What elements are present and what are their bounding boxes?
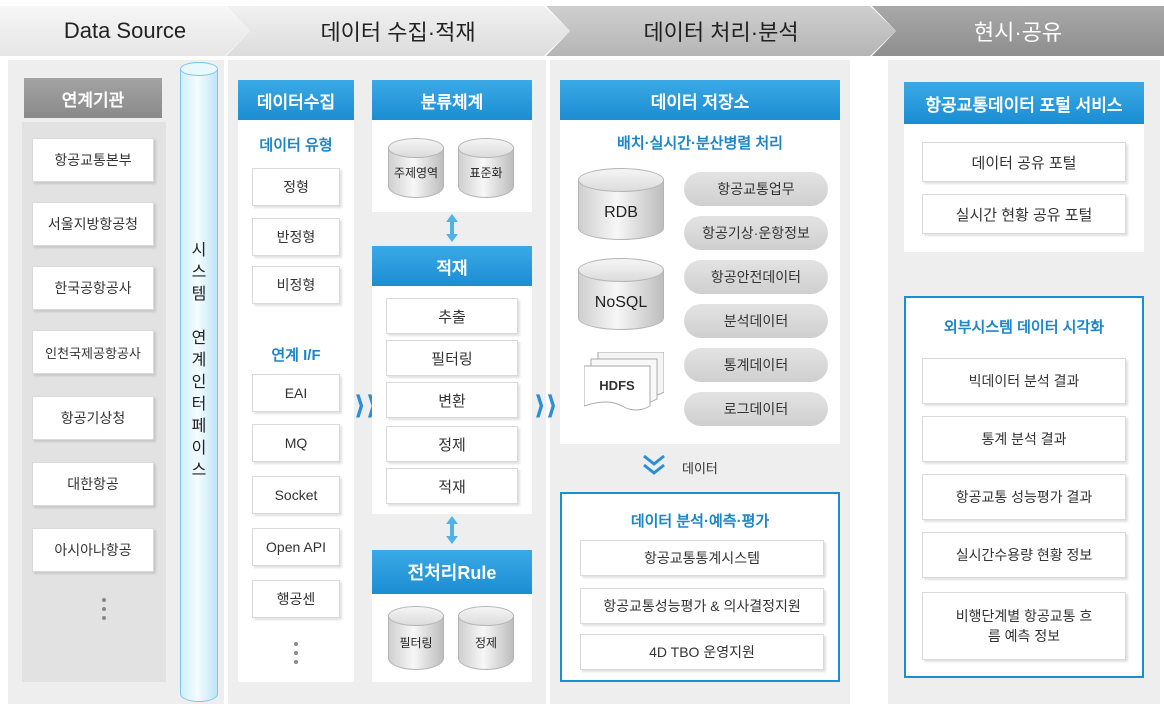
visualization-item: 실시간수용량 현황 정보 (922, 532, 1126, 578)
interface-char: 페 (191, 418, 207, 435)
source-header: 연계기관 (24, 78, 162, 118)
preprocess-header: 전처리Rule (372, 550, 532, 594)
hdfs-document-stack-icon: HDFS (583, 351, 665, 412)
data-type-item: 정형 (252, 168, 340, 206)
loading-step: 적재 (386, 468, 518, 504)
interface-gap (188, 306, 210, 328)
phase-sharing: 현시·공유 (872, 6, 1164, 56)
portal-item[interactable]: 실시간 현황 공유 포털 (922, 194, 1126, 234)
interface-char: 터 (191, 396, 207, 413)
cylinder-label: 표준화 (469, 166, 503, 180)
cylinder-label: 주제영역 (393, 166, 439, 180)
storage-subtitle: 배치·실시간·분산병렬 처리 (617, 135, 783, 152)
cylinder-label: 필터링 (399, 636, 433, 650)
interface-char: 스 (191, 462, 207, 479)
interface-char: 이 (191, 440, 207, 457)
interface-tube (180, 62, 218, 702)
rdb-database-icon: RDB (578, 168, 664, 240)
data-item-pill: 항공안전데이터 (684, 260, 828, 294)
data-item-pill: 통계데이터 (684, 348, 828, 382)
phase-collection: 데이터 수집·적재 (226, 6, 570, 56)
interface-item: 행공센 (252, 580, 340, 618)
interface-item: Socket (252, 476, 340, 514)
loading-step: 정제 (386, 426, 518, 462)
cylinder-label: 정제 (474, 636, 498, 650)
phase-label: 현시·공유 (973, 20, 1063, 45)
data-type-item: 비정형 (252, 266, 340, 304)
visualization-title: 외부시스템 데이터 시각화 (943, 319, 1105, 336)
interface-item: EAI (252, 374, 340, 412)
store-label: RDB (604, 204, 638, 221)
store-label: HDFS (599, 378, 635, 393)
more-dots-icon (102, 598, 106, 625)
phase-label: 데이터 처리·분석 (643, 20, 799, 45)
double-chevron-right-icon: ⟩⟩ (354, 390, 378, 420)
loading-header: 적재 (372, 246, 532, 286)
phase-data-source: Data Source (0, 6, 250, 56)
analysis-item: 항공교통통계시스템 (580, 540, 824, 576)
interface-label: 시 스 템 연 계 인 터 페 이 스 (188, 240, 210, 482)
double-chevron-down-icon (642, 454, 666, 481)
collection-header: 데이터수집 (238, 80, 354, 120)
interface-item: MQ (252, 424, 340, 462)
phase-label: Data Source (63, 18, 187, 43)
source-item: 인천국제공항공사 (32, 330, 154, 374)
database-cylinder-icon: 필터링 (388, 606, 444, 670)
data-item-pill: 로그데이터 (684, 392, 828, 426)
data-type-item: 반정형 (252, 218, 340, 256)
classification-header: 분류체계 (372, 80, 532, 120)
storage-header: 데이터 저장소 (560, 80, 840, 120)
source-item: 항공교통본부 (32, 138, 154, 182)
nosql-database-icon: NoSQL (578, 258, 664, 330)
up-down-arrow-icon (446, 516, 458, 544)
interface-char: 인 (191, 374, 207, 391)
source-item: 한국공항공사 (32, 266, 154, 310)
loading-step: 변환 (386, 382, 518, 418)
interface-char: 템 (191, 286, 207, 303)
data-item-pill: 항공교통업무 (684, 172, 828, 206)
interface-tube-top (180, 62, 218, 76)
database-cylinder-icon: 정제 (458, 606, 514, 670)
analysis-item: 4D TBO 운영지원 (580, 634, 824, 670)
visualization-item: 빅데이터 분석 결과 (922, 358, 1126, 404)
interface-char: 연 (191, 330, 207, 347)
data-type-title: 데이터 유형 (259, 137, 333, 154)
portal-header: 항공교통데이터 포털 서비스 (904, 82, 1144, 124)
database-cylinder-icon: 표준화 (458, 138, 514, 198)
interface-char: 시 (191, 242, 207, 259)
double-chevron-right-icon: ⟩⟩ (534, 390, 558, 420)
interface-title: 연계 I/F (271, 347, 321, 364)
interface-char: 계 (191, 352, 207, 369)
data-item-pill: 항공기상·운항정보 (684, 216, 828, 250)
flow-label: 데이터 (682, 461, 718, 476)
phase-label: 데이터 수집·적재 (320, 20, 476, 45)
analysis-item: 항공교통성능평가 & 의사결정지원 (580, 588, 824, 624)
source-item: 아시아나항공 (32, 528, 154, 572)
portal-item[interactable]: 데이터 공유 포털 (922, 142, 1126, 182)
loading-step: 추출 (386, 298, 518, 334)
source-item: 서울지방항공청 (32, 202, 154, 246)
phase-processing: 데이터 처리·분석 (546, 6, 896, 56)
up-down-arrow-icon (446, 214, 458, 242)
more-dots-icon (294, 642, 298, 669)
analysis-title: 데이터 분석·예측·평가 (630, 513, 770, 530)
visualization-item: 통계 분석 결과 (922, 416, 1126, 462)
store-label: NoSQL (594, 294, 648, 311)
source-item: 항공기상청 (32, 396, 154, 440)
interface-char: 스 (191, 264, 207, 281)
loading-step: 필터링 (386, 340, 518, 376)
database-cylinder-icon: 주제영역 (388, 138, 444, 198)
interface-item: Open API (252, 528, 340, 566)
data-item-pill: 분석데이터 (684, 304, 828, 338)
visualization-item: 비행단계별 항공교통 흐름 예측 정보 (922, 592, 1126, 660)
visualization-item: 항공교통 성능평가 결과 (922, 474, 1126, 520)
source-item: 대한항공 (32, 462, 154, 506)
